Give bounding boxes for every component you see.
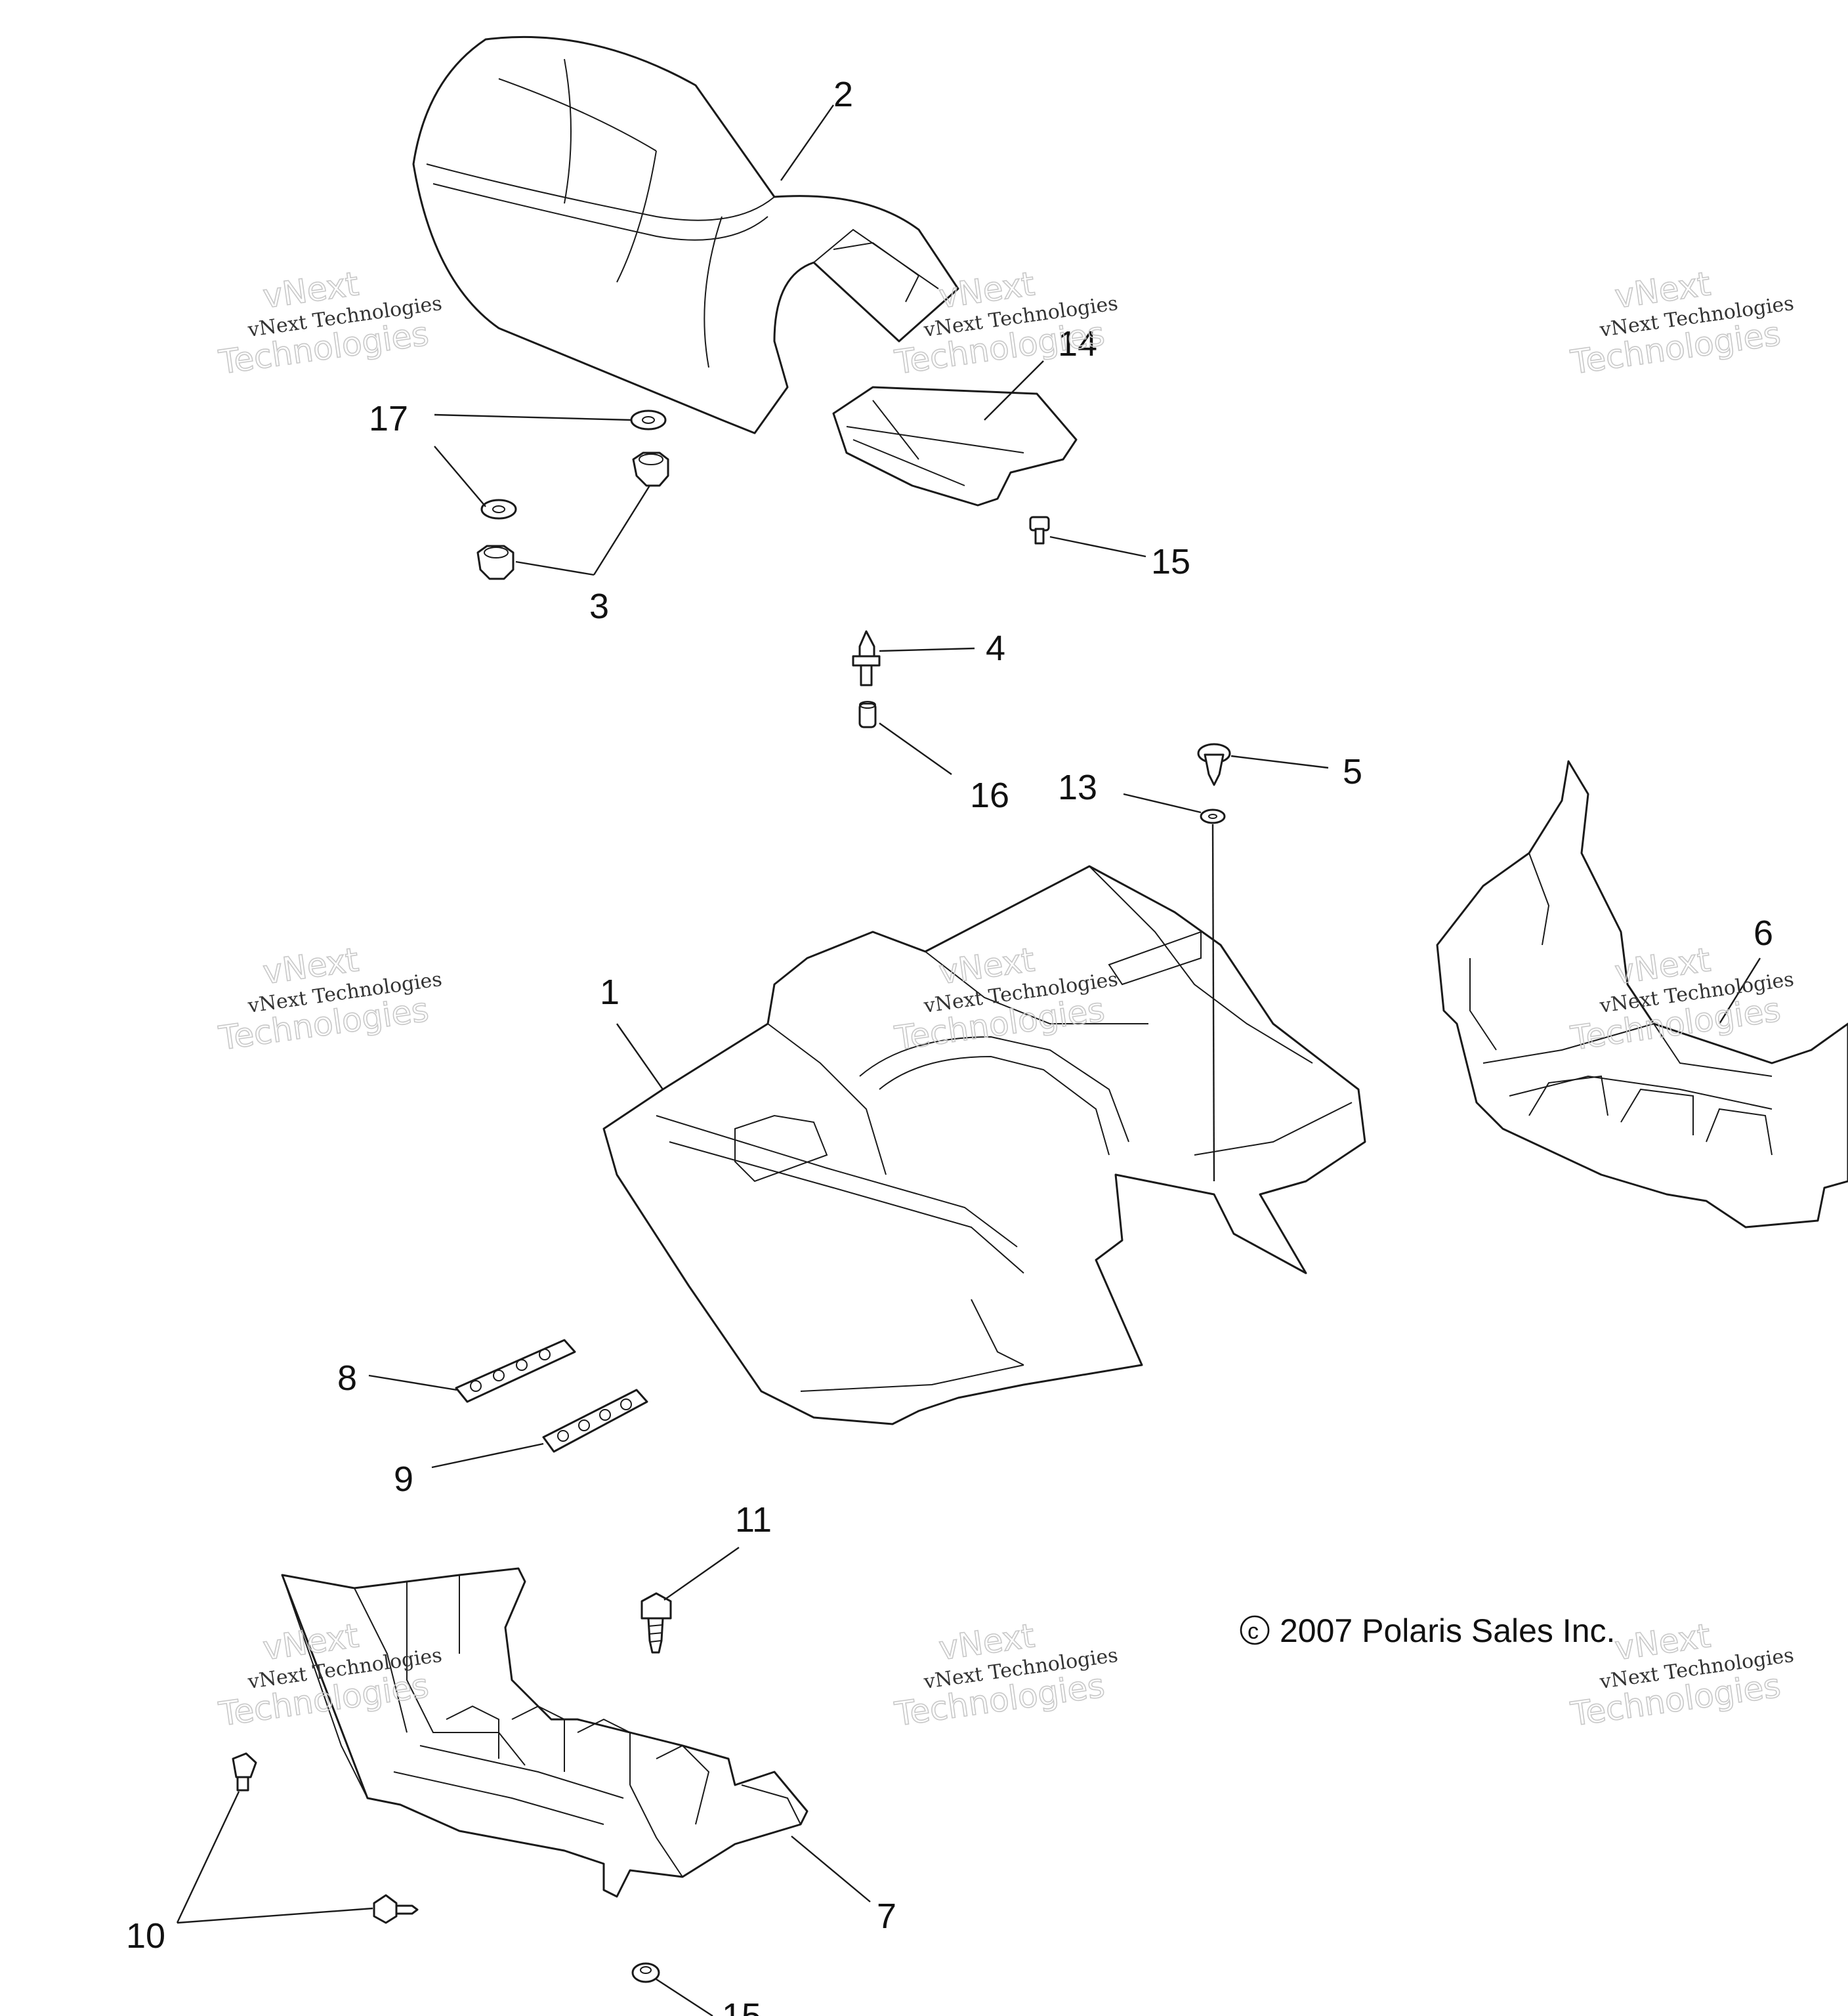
- watermark-bottom-center: vNext vNext Technologies Technologies: [892, 1616, 1120, 1734]
- callout-11: 11: [735, 1500, 772, 1540]
- screw-part-5: [1197, 743, 1231, 786]
- callout-15b: 15: [722, 1996, 761, 2016]
- callout-10: 10: [126, 1916, 165, 1956]
- push-rivets-part-10: [232, 1752, 419, 1924]
- push-pin-part-4: [852, 630, 881, 686]
- callout-7: 7: [877, 1897, 896, 1936]
- callout-3: 3: [589, 587, 609, 626]
- watermark-top-right: vNext vNext Technologies Technologies: [1568, 264, 1796, 383]
- leader-lines: [176, 104, 1761, 2016]
- callout-5: 5: [1343, 752, 1362, 791]
- callout-15: 15: [1151, 542, 1190, 581]
- grommets-part-3: [476, 452, 669, 580]
- washer-part-13: [1200, 808, 1226, 824]
- callout-4: 4: [986, 629, 1005, 668]
- seat-pan-part-14: [832, 386, 1078, 507]
- callout-2: 2: [833, 75, 853, 114]
- washers-part-17: [480, 410, 667, 520]
- callout-13: 13: [1058, 768, 1097, 807]
- callout-8: 8: [337, 1358, 357, 1398]
- callout-14: 14: [1058, 324, 1097, 364]
- rear-fender-part-1: [602, 865, 1366, 1425]
- callout-9: 9: [394, 1460, 413, 1499]
- callout-1: 1: [600, 973, 620, 1012]
- bushing-part-16: [858, 701, 877, 728]
- strip-part-8: [455, 1339, 576, 1403]
- callout-16: 16: [970, 776, 1009, 815]
- copyright-text: 2007 Polaris Sales Inc.: [1280, 1612, 1615, 1649]
- bolt-part-11: [640, 1592, 672, 1654]
- callout-17: 17: [369, 399, 408, 438]
- watermark-mid-left: vNext vNext Technologies Technologies: [216, 940, 444, 1059]
- seat-part-2: [412, 35, 959, 434]
- copyright-symbol: c: [1248, 1619, 1259, 1644]
- copyright-notice: c 2007 Polaris Sales Inc.: [1240, 1612, 1615, 1649]
- footwell-part-7: [281, 1567, 808, 1898]
- callout-6: 6: [1754, 914, 1773, 953]
- footwell-part-6: [1436, 760, 1848, 1228]
- callout-labels: 2 14 17 3 15 4 16 5 13 1 6 8 9 11 7 10 1…: [126, 75, 1773, 2016]
- grommet-part-15b: [631, 1962, 660, 1983]
- strip-part-9: [542, 1389, 648, 1453]
- watermark-top-left: vNext vNext Technologies Technologies: [216, 264, 444, 383]
- screw-part-15: [1029, 516, 1050, 545]
